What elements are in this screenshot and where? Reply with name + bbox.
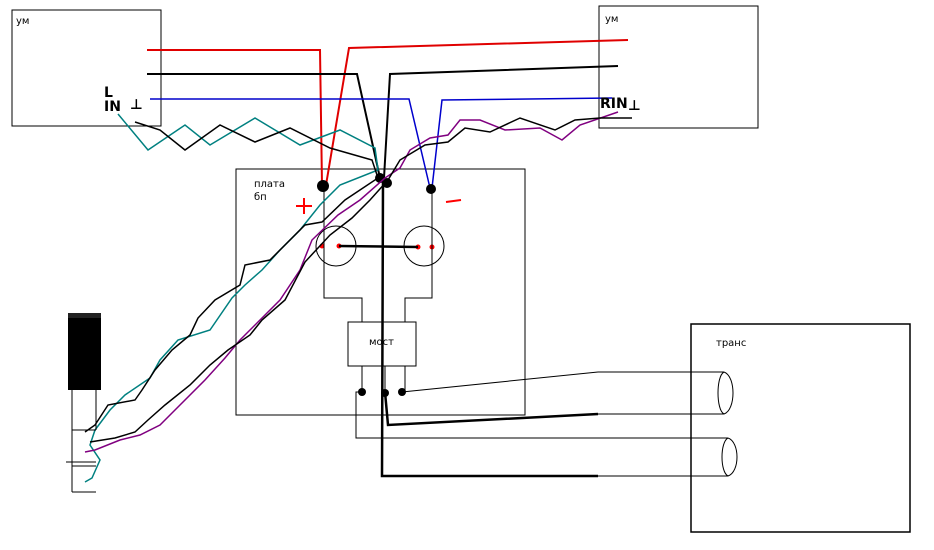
trace-minus xyxy=(404,190,433,322)
black-wire-right xyxy=(383,65,619,179)
ground-main xyxy=(380,179,598,478)
input-jack-body xyxy=(68,313,101,390)
winding-1 xyxy=(598,371,734,415)
black-wire-left xyxy=(147,73,381,179)
left-input-label-2: IN xyxy=(104,99,121,115)
right-input-label: RIN xyxy=(600,96,628,112)
solder-bridge-1 xyxy=(358,388,366,396)
ac-wire-1 xyxy=(401,371,599,393)
twisted-pair-right-black xyxy=(89,117,632,443)
psu-board xyxy=(235,168,526,416)
amp-right-label: ум xyxy=(605,14,618,25)
plus-sign xyxy=(296,198,312,214)
transformer-label: транс xyxy=(716,338,746,349)
solder-ground-2 xyxy=(382,178,392,188)
solder-bridge-3 xyxy=(398,388,406,396)
solder-minus xyxy=(426,184,436,194)
cap-connection xyxy=(338,244,419,249)
red-wire-left xyxy=(147,49,323,186)
trace-plus xyxy=(323,190,363,322)
board-label-line1: плата xyxy=(254,179,285,190)
ac-wire-3 xyxy=(383,391,599,427)
minus-sign xyxy=(445,199,462,203)
board-label-line2: бп xyxy=(254,192,267,203)
input-jack-top xyxy=(68,313,101,318)
blue-wire-right xyxy=(431,97,613,189)
input-jack-pins xyxy=(66,390,97,493)
left-input-label-1: L xyxy=(104,85,113,101)
solder-bridge-2 xyxy=(381,389,389,397)
red-wire-right xyxy=(325,39,629,186)
amp-left-box xyxy=(11,9,162,127)
twisted-pair-right-purple xyxy=(84,111,619,453)
blue-wire-left xyxy=(150,98,431,189)
twisted-pair-left-teal xyxy=(84,113,379,483)
trace-bridge-out xyxy=(361,366,406,392)
twisted-pair-left-black xyxy=(84,121,379,433)
right-ground-symbol: ⊥ xyxy=(628,98,641,114)
solder-plus xyxy=(317,180,329,192)
left-ground-symbol: ⊥ xyxy=(130,97,143,113)
amp-left-label: ум xyxy=(16,16,29,27)
winding-2 xyxy=(598,437,738,477)
transformer-box xyxy=(690,323,911,533)
